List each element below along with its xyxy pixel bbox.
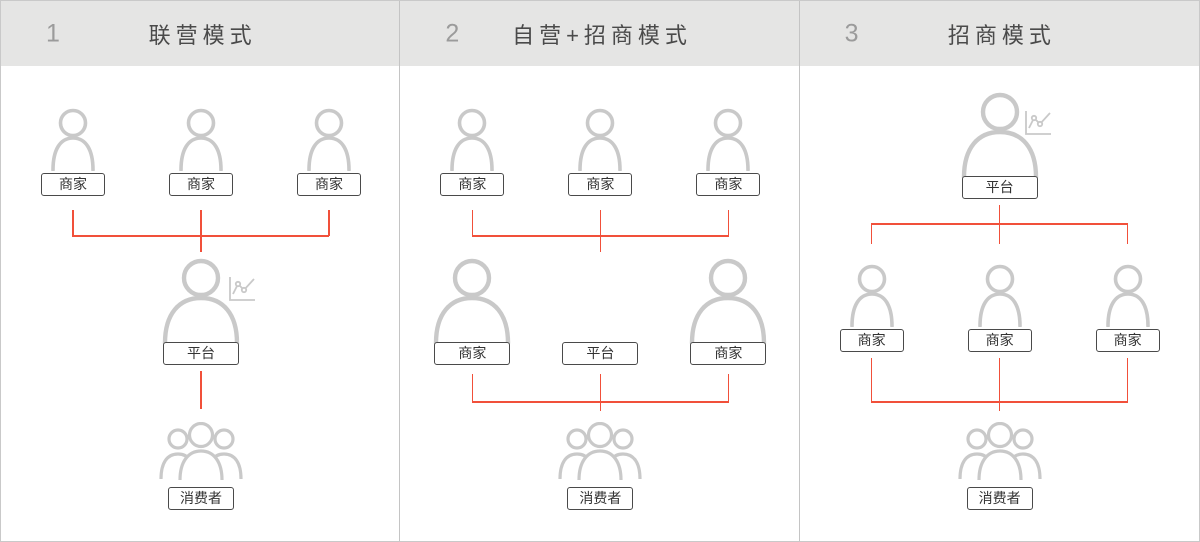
merchant-label: 商家 [440, 173, 505, 196]
panel-number: 2 [445, 19, 460, 47]
connector-line [1126, 223, 1129, 244]
person-icon [179, 108, 223, 171]
merchant-label: 商家 [839, 329, 904, 352]
connector-line [200, 210, 202, 252]
connector-line [471, 374, 474, 402]
panel-number: 1 [46, 19, 60, 47]
consumers-group-icon [159, 422, 243, 480]
panel-title: 联营模式 [148, 22, 257, 48]
consumer-label: 消费者 [966, 487, 1033, 510]
merchant-label: 商家 [690, 342, 767, 365]
connector-line [1126, 358, 1129, 402]
connector-line [200, 371, 202, 409]
merchant-label: 商家 [297, 173, 361, 196]
header-panel-3: 3 招商模式 [800, 1, 1199, 66]
connector-line [599, 210, 602, 252]
connector-line [599, 374, 602, 411]
person-icon [977, 264, 1022, 327]
panel-title: 自营+招商模式 [512, 22, 692, 48]
platform-label: 平台 [961, 176, 1038, 199]
panel-merchant-recruitment: 平台 商家 商家 商家 消费者 [799, 66, 1199, 541]
line-chart-icon [229, 276, 256, 301]
person-icon [450, 108, 495, 171]
connector-line [727, 374, 730, 402]
consumer-label: 消费者 [168, 487, 234, 510]
connector-line [870, 401, 1128, 403]
panel-self-plus-merchant: 商家 商家 商家 商家 平台 商家 消费者 [400, 66, 800, 541]
line-chart-icon [1024, 110, 1052, 135]
connector-line [870, 358, 873, 402]
panel-title: 招商模式 [947, 22, 1056, 48]
person-icon [578, 108, 623, 171]
consumers-group-icon [958, 422, 1042, 480]
connector-line [998, 205, 1001, 244]
connector-line [998, 358, 1001, 411]
merchant-label: 商家 [41, 173, 105, 196]
consumers-group-icon [558, 422, 642, 480]
connector-line [72, 210, 74, 236]
connector-line [727, 210, 730, 236]
merchant-label: 商家 [967, 329, 1032, 352]
connector-line [471, 401, 729, 403]
connector-line [471, 235, 729, 237]
connector-line [870, 223, 1128, 225]
person-icon [849, 264, 894, 327]
connector-line [328, 210, 330, 236]
diagram-body: 商家 商家 商家 平台 消费者 商家 商家 商家 [1, 66, 1199, 541]
person-icon [1105, 264, 1150, 327]
header-panel-2: 2 自营+招商模式 [400, 1, 800, 66]
connector-line [72, 235, 330, 237]
person-icon [307, 108, 351, 171]
header-panel-1: 1 联营模式 [1, 1, 401, 66]
merchant-label: 商家 [696, 173, 761, 196]
connector-line [870, 223, 873, 244]
connector-line [471, 210, 474, 236]
merchant-label: 商家 [169, 173, 233, 196]
panel-number: 3 [844, 19, 859, 47]
merchant-label: 商家 [434, 342, 511, 365]
consumer-label: 消费者 [567, 487, 634, 510]
person-icon [686, 257, 770, 345]
person-icon [706, 108, 751, 171]
header-band: 1 联营模式 2 自营+招商模式 3 招商模式 [1, 1, 1199, 66]
person-icon [51, 108, 95, 171]
platform-label: 平台 [562, 342, 639, 365]
person-icon [430, 257, 514, 345]
panel-joint-operation: 商家 商家 商家 平台 消费者 [1, 66, 401, 541]
merchant-label: 商家 [568, 173, 633, 196]
platform-label: 平台 [163, 342, 239, 365]
merchant-label: 商家 [1095, 329, 1160, 352]
